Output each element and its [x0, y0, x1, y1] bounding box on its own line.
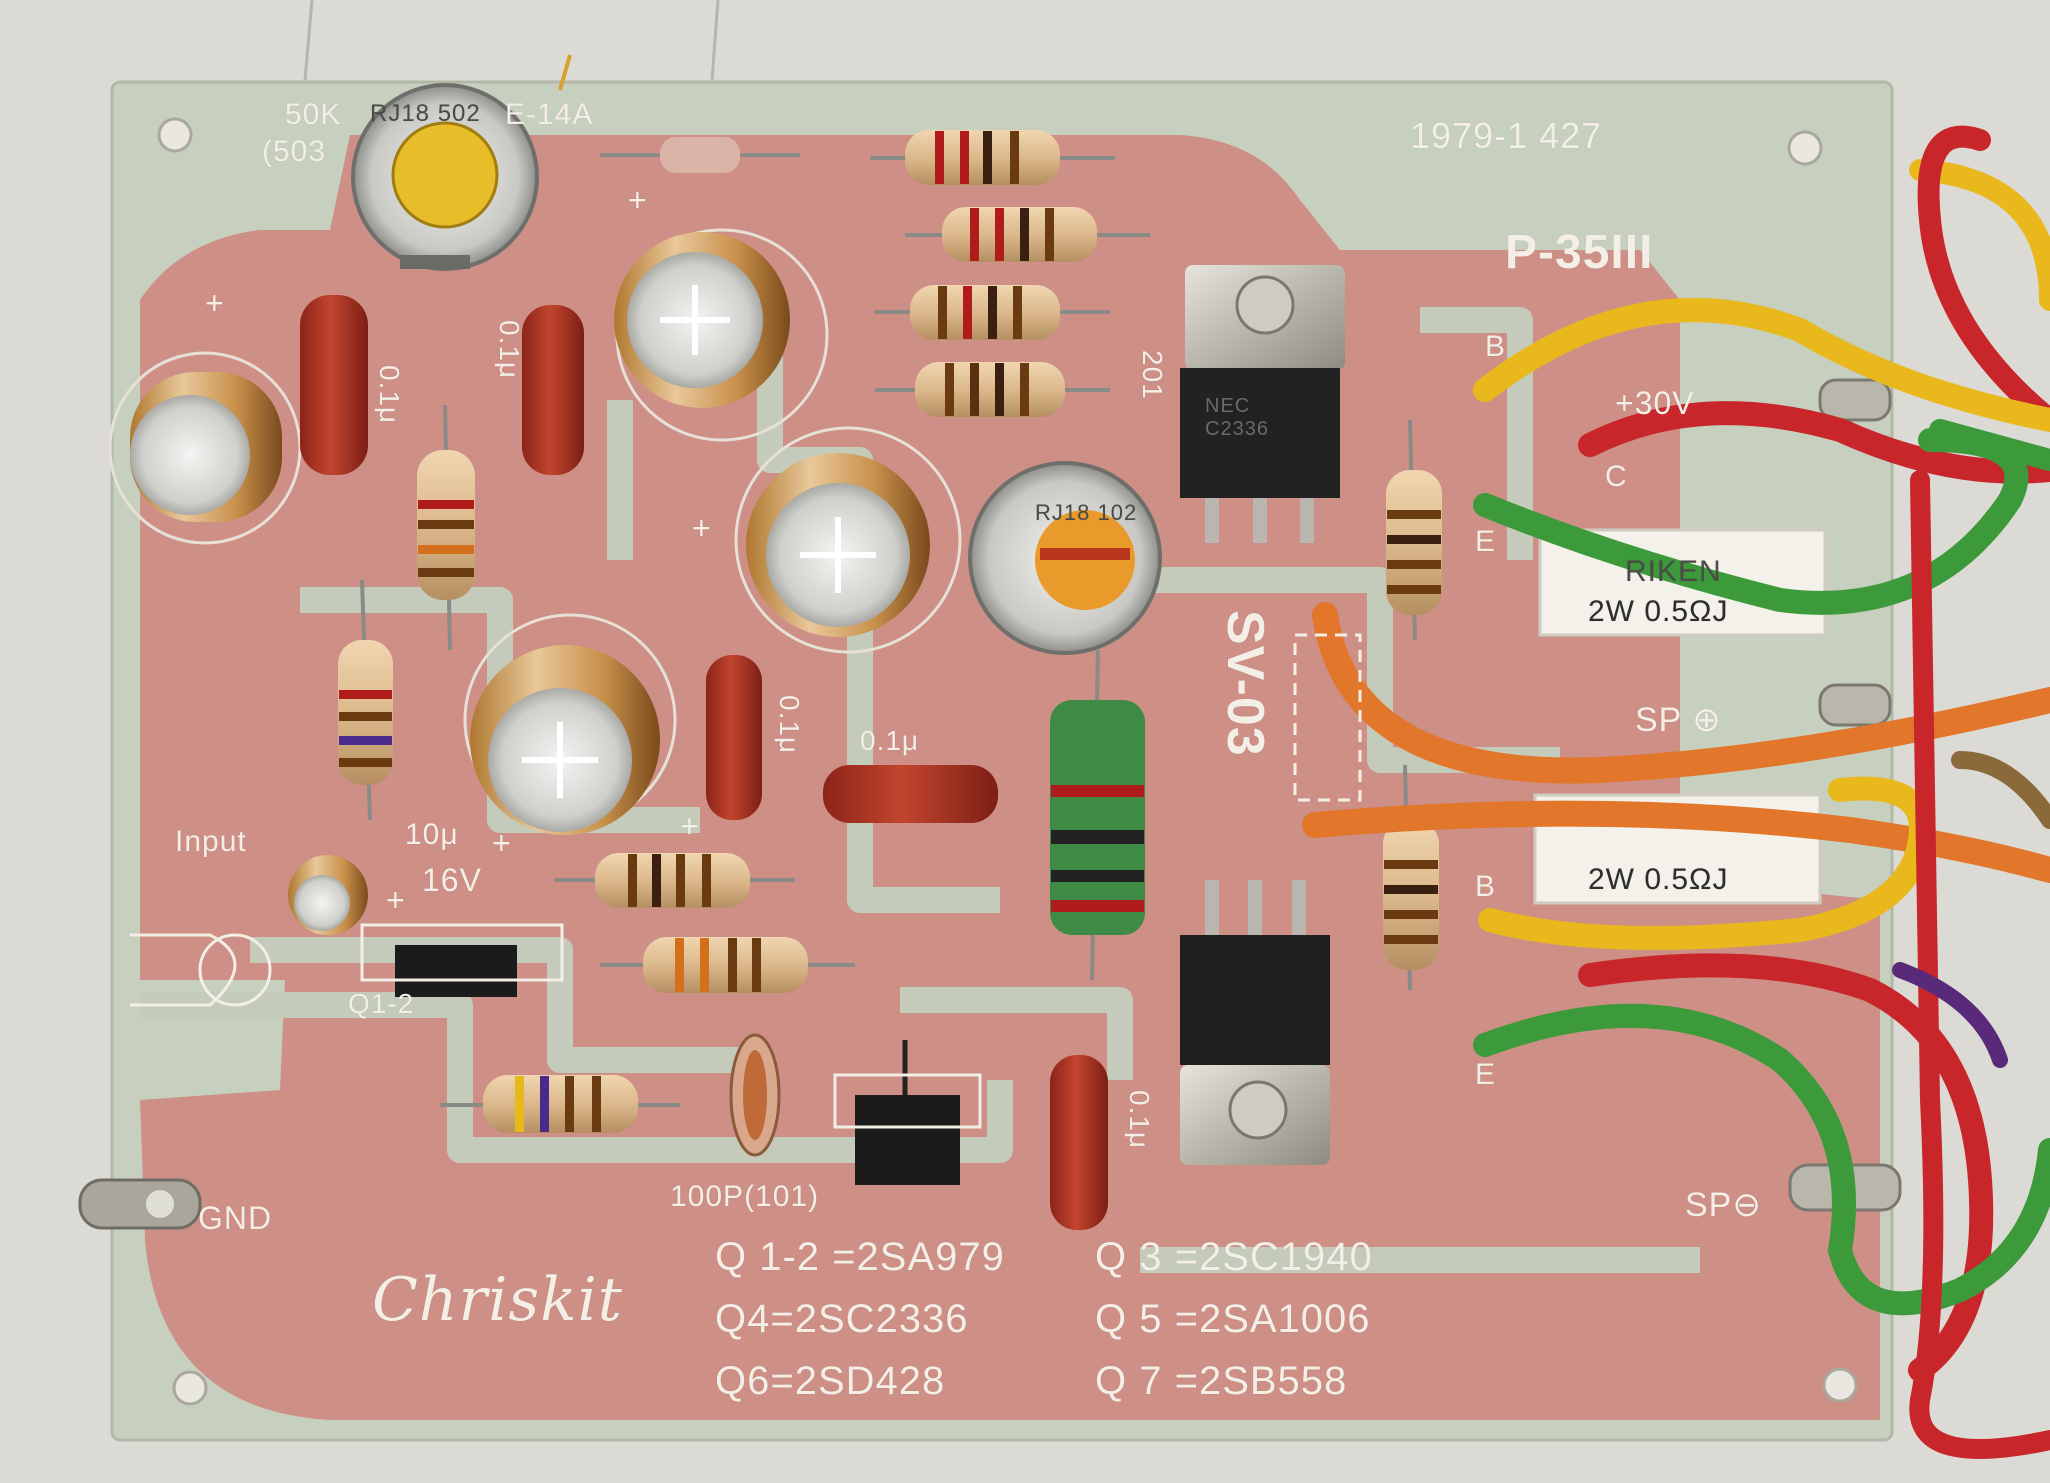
- q12-mark: Q1-2: [348, 988, 415, 1019]
- board-model: P-35III: [1505, 226, 1654, 279]
- terminal-lugs: [1788, 378, 1902, 1212]
- e-label-top: E: [1475, 525, 1497, 558]
- trimmer2-marking: RJ18 102: [1035, 500, 1138, 525]
- resistor-bank-top: [870, 130, 1150, 417]
- plus-mark-3: +: [692, 510, 712, 546]
- board-date-code: 1979-1 427: [1410, 115, 1603, 156]
- parts-list-item: Q 7 =2SB558: [1095, 1359, 1348, 1403]
- resistor-brand-1: RIKEN: [1625, 555, 1722, 588]
- small-resistor-top: [600, 137, 800, 173]
- electrolytic-cap-1: [108, 351, 302, 545]
- sp-minus-label: SP⊖: [1685, 1186, 1762, 1224]
- r201-label: 201: [1137, 350, 1168, 400]
- electrolytic-cap-4: [463, 613, 677, 835]
- b-label-bottom: B: [1475, 870, 1497, 903]
- green-power-resistor: [1050, 649, 1145, 981]
- power-transistor-bottom: [1180, 880, 1330, 1165]
- trimmer-value-label: 50K: [285, 98, 342, 131]
- plus-mark-2: +: [628, 182, 648, 218]
- parts-list-item: Q4=2SC2336: [715, 1297, 969, 1341]
- resistors-horizontal-lower: [440, 853, 855, 1133]
- trimmer1-marking: RJ18 502: [370, 100, 481, 127]
- silkscreen-outlines: [130, 633, 1362, 1129]
- cap-label-4: 0.1μ: [860, 725, 920, 756]
- trimmer-pot-1: [351, 83, 539, 271]
- c-label: C: [1605, 460, 1628, 493]
- cap-10u-label: 10μ: [405, 818, 459, 851]
- plus-mark-5: +: [680, 808, 700, 844]
- module-label: SV-03: [1216, 610, 1274, 757]
- ceramic-cap-100p: [729, 1033, 781, 1157]
- cap-label-2: 0.1μ: [494, 320, 525, 380]
- b-label-top: B: [1485, 330, 1507, 363]
- electrolytic-cap-2: [614, 228, 829, 442]
- cap-label-1: 0.1μ: [374, 365, 405, 425]
- trimmer-part-label: E-14A: [505, 98, 594, 131]
- trimmer-code-label: (503: [262, 135, 327, 168]
- electrolytic-cap-3: [734, 426, 962, 654]
- resistor-rating-2: 2W 0.5ΩJ: [1588, 863, 1729, 896]
- plus-mark-4: +: [492, 825, 512, 861]
- plus-mark-1: +: [205, 285, 225, 321]
- power-transistor-top: [1180, 265, 1345, 543]
- cap-label-5: 0.1μ: [1124, 1090, 1155, 1150]
- parts-list-item: Q 3 =2SC1940: [1095, 1235, 1373, 1279]
- sp-plus-label: SP ⊕: [1635, 701, 1722, 739]
- plus-mark-6: +: [386, 882, 406, 918]
- film-capacitors: [300, 295, 1108, 1230]
- gnd-lug: [78, 1178, 202, 1230]
- brand-logo-text: Chriskit: [372, 1265, 623, 1335]
- cap-16v-label: 16V: [422, 862, 482, 898]
- cap-100p-label: 100P(101): [670, 1180, 820, 1213]
- cap-label-3: 0.1μ: [774, 695, 805, 755]
- parts-list-item: Q 1-2 =2SA979: [715, 1235, 1005, 1279]
- parts-list-item: Q 5 =2SA1006: [1095, 1297, 1371, 1341]
- electrolytic-cap-input: [288, 855, 368, 935]
- input-label: Input: [175, 825, 247, 858]
- trimmer-pot-2: [968, 461, 1162, 655]
- e-label-bottom: E: [1475, 1058, 1497, 1091]
- plus30v-label: +30V: [1615, 385, 1695, 421]
- mounting-holes: [157, 117, 1858, 1406]
- transistor-marking: NEC C2336: [1205, 395, 1269, 440]
- parts-list-item: Q6=2SD428: [715, 1359, 946, 1403]
- resistor-rating-1: 2W 0.5ΩJ: [1588, 595, 1729, 628]
- wires: [1302, 125, 2050, 1459]
- resistors-vertical: [338, 404, 1442, 991]
- small-transistors: [395, 945, 960, 1185]
- gnd-label: GND: [198, 1200, 273, 1236]
